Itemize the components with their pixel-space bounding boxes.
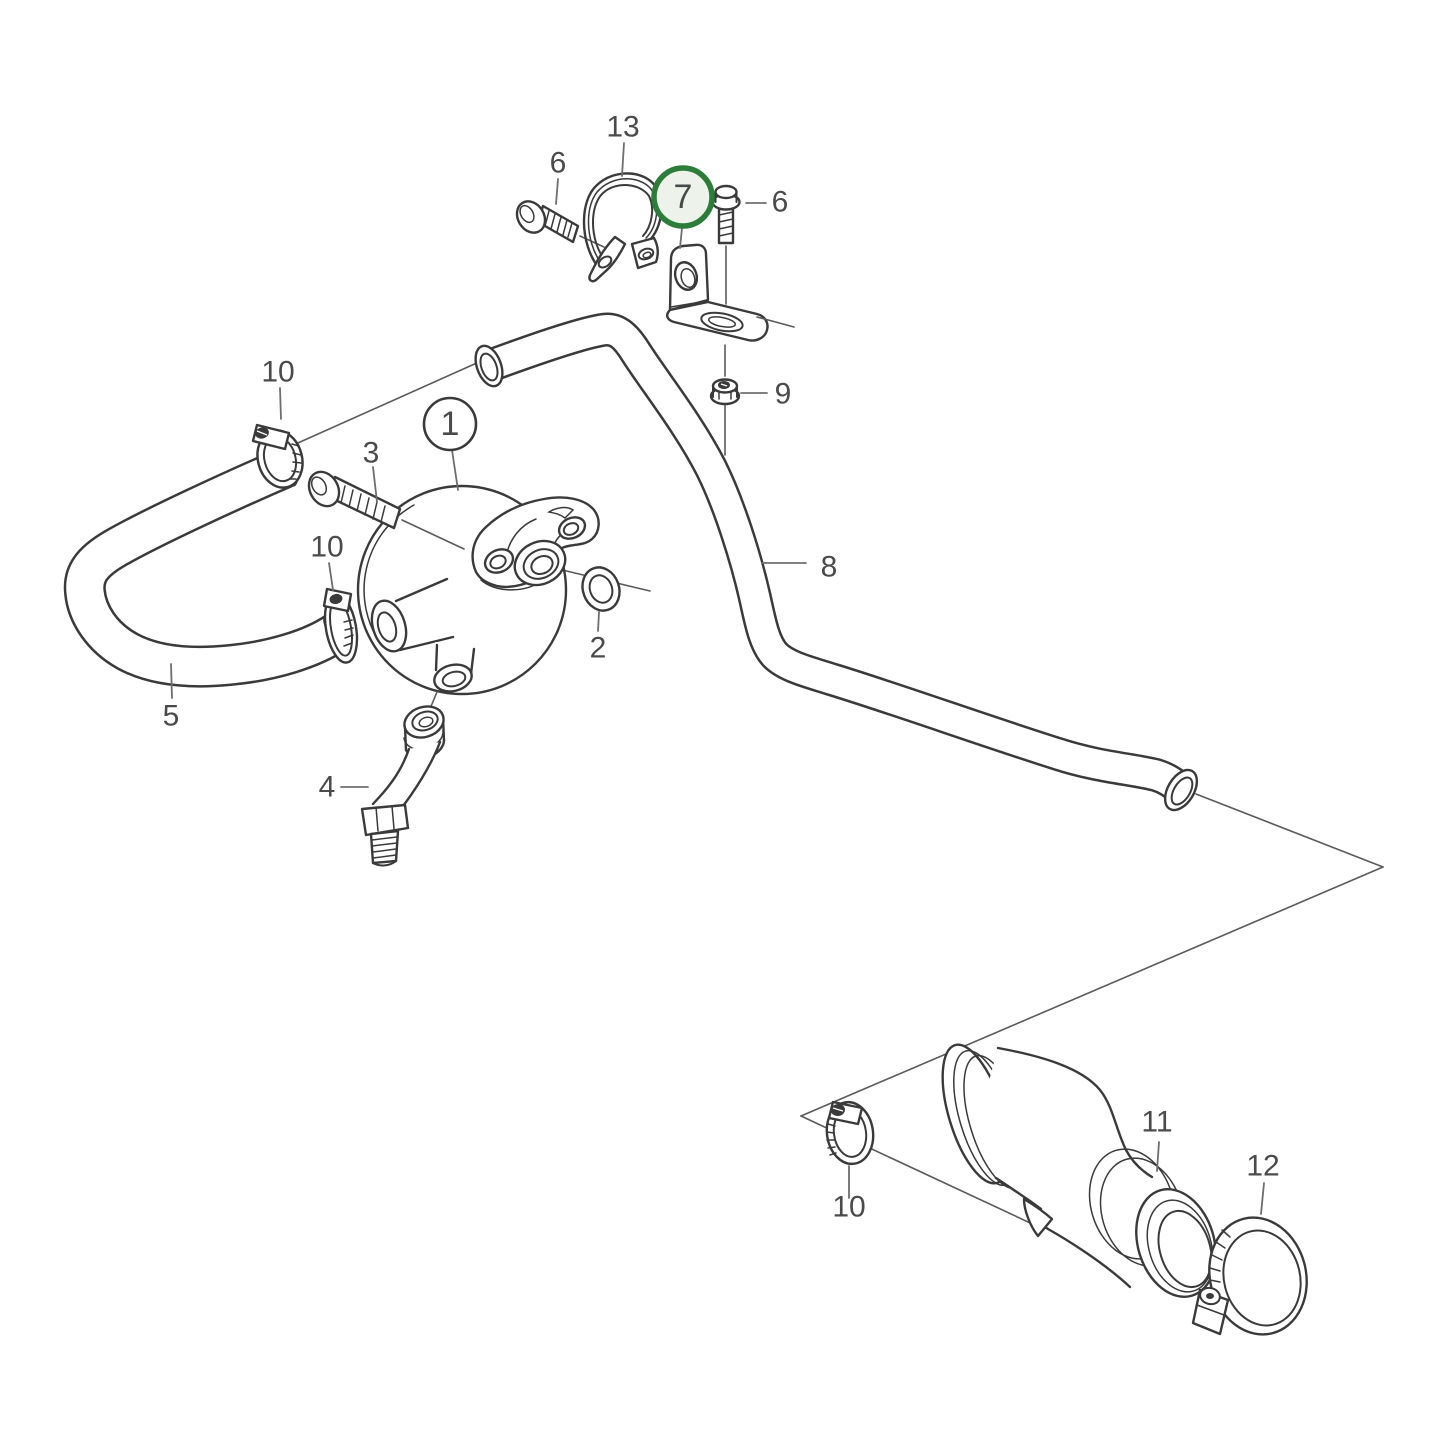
part-screw-6-left[interactable] [511,196,605,248]
callout-5[interactable]: 5 [163,700,180,733]
callout-1-label[interactable]: 1 [441,405,460,443]
part-duct-11[interactable] [929,1037,1228,1306]
callout-4-label[interactable]: 4 [319,771,336,804]
callout-11-label[interactable]: 11 [1141,1106,1172,1139]
part-clamp-13[interactable] [582,172,663,283]
part-clamp-10-duct[interactable] [823,1099,877,1167]
callout-6-bolt[interactable]: 6 [772,186,789,219]
part-bolt-3[interactable] [303,466,465,550]
part-bracket-7[interactable] [666,243,795,342]
callout-6-screw-label[interactable]: 6 [550,147,567,180]
callout-10-lower[interactable]: 10 [310,531,343,564]
callout-13[interactable]: 13 [606,111,639,144]
callout-10-upper[interactable]: 10 [261,356,294,389]
callout-12[interactable]: 12 [1246,1150,1279,1183]
callout-7-label[interactable]: 7 [674,178,693,216]
part-elbow-4[interactable] [360,691,448,867]
callout-8[interactable]: 8 [821,551,838,584]
highlight-ring[interactable] [651,165,715,229]
callout-8-label[interactable]: 8 [821,551,838,584]
callout-13-label[interactable]: 13 [606,111,639,144]
callout-7[interactable]: 7 [651,165,715,229]
callout-3-label[interactable]: 3 [363,437,380,470]
part-valve-1[interactable] [356,484,600,696]
callout-9[interactable]: 9 [775,378,792,411]
callout-5-label[interactable]: 5 [163,700,180,733]
leader-lines [170,142,1265,1215]
callout-6-bolt-label[interactable]: 6 [772,186,789,219]
callout-10-duct-label[interactable]: 10 [832,1191,865,1224]
callout-4[interactable]: 4 [319,771,336,804]
callout-6-screw[interactable]: 6 [550,147,567,180]
callout-2[interactable]: 2 [590,632,607,665]
callout-10-lower-label[interactable]: 10 [310,531,343,564]
part-clamp-10-lower[interactable] [320,587,362,665]
part-clamp-12[interactable] [1191,1207,1319,1345]
callout-12-label[interactable]: 12 [1246,1150,1279,1183]
callout-3[interactable]: 3 [363,437,380,470]
callout-1[interactable]: 1 [422,396,478,452]
callout-ring[interactable] [422,396,478,452]
callout-11[interactable]: 11 [1141,1106,1172,1139]
callout-9-label[interactable]: 9 [775,378,792,411]
callout-2-label[interactable]: 2 [590,632,607,665]
part-nut-9[interactable] [709,378,741,406]
callout-10-duct[interactable]: 10 [832,1191,865,1224]
part-hose-8[interactable] [471,312,1204,815]
alignment-lines [279,245,1384,1229]
part-oring-2[interactable] [577,562,626,616]
callout-10-upper-label[interactable]: 10 [261,356,294,389]
part-bolt-6-right[interactable] [711,184,741,245]
part-clamp-10-upper[interactable] [251,423,309,493]
